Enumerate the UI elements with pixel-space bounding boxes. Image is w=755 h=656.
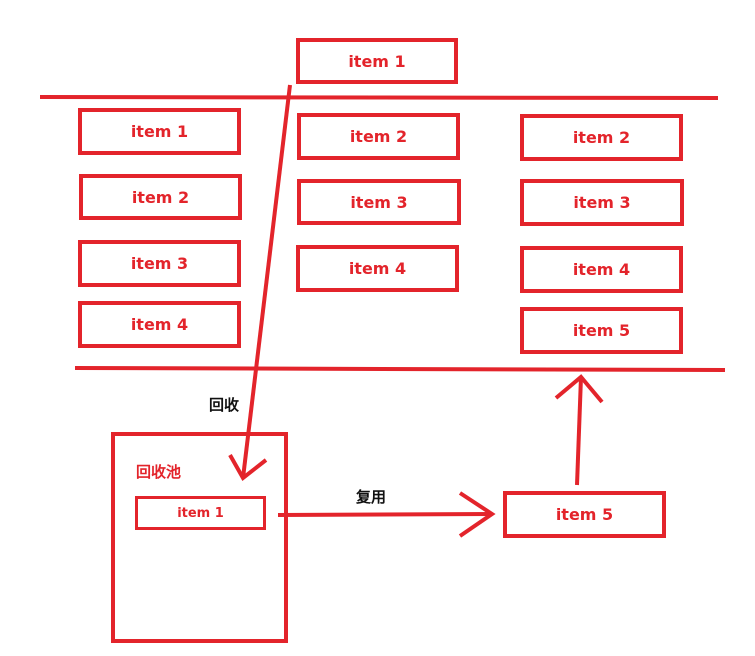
recycle-pool	[111, 432, 288, 643]
column1-item: item 1	[78, 108, 241, 155]
recycle-arrow	[241, 84, 292, 479]
reuse-label: 复用	[356, 488, 387, 506]
reused-item-box: item 5	[503, 491, 666, 538]
column2-item: item 3	[297, 179, 461, 225]
viewport-bottom-line	[74, 366, 726, 372]
column2-item: item 2	[297, 113, 460, 160]
column3-item: item 5	[520, 307, 683, 354]
reuse-arrow	[277, 512, 493, 517]
insert-arrow	[575, 376, 583, 486]
viewport-top-line	[39, 95, 719, 100]
recycle-label: 回收	[209, 396, 240, 414]
floating-item-box: item 1	[296, 38, 458, 84]
column3-item: item 2	[520, 114, 683, 161]
reuse-arrow-head	[458, 491, 496, 538]
column1-item: item 4	[78, 301, 241, 348]
pool-item-box: item 1	[135, 496, 266, 530]
recycle-arrow-head	[228, 454, 268, 482]
column2-item: item 4	[296, 245, 459, 292]
insert-arrow-head	[554, 374, 604, 404]
pool-title: 回收池	[136, 463, 182, 481]
column3-item: item 3	[520, 179, 684, 226]
column3-item: item 4	[520, 246, 683, 293]
column1-item: item 3	[78, 240, 241, 287]
column1-item: item 2	[79, 174, 242, 220]
